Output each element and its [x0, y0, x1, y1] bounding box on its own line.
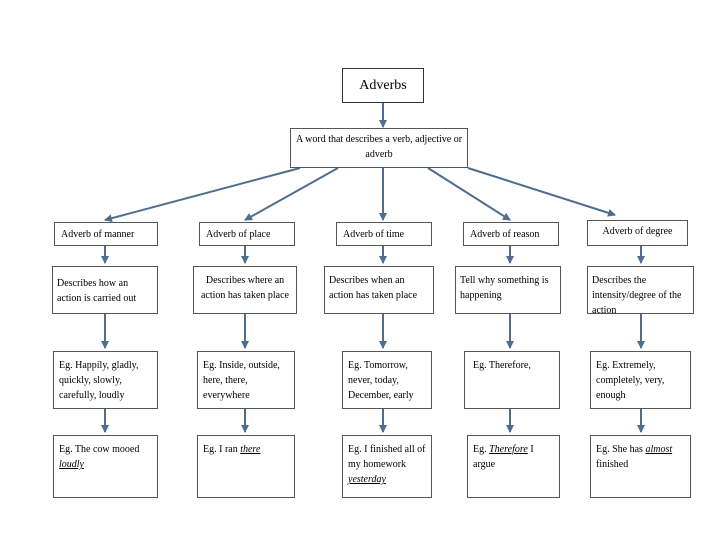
heading-box-reason: Adverb of reason [463, 222, 559, 246]
heading-reason: Adverb of reason [470, 228, 540, 240]
examples-box-degree: Eg. Extremely, completely, very, enough [590, 351, 691, 409]
heading-degree: Adverb of degree [602, 226, 673, 237]
examples-time: Eg. Tomorrow, never, today, December, ea… [348, 360, 414, 401]
examples-place: Eg. Inside, outside, here, there, everyw… [203, 360, 280, 401]
description-place: Describes where an action has taken plac… [200, 275, 289, 301]
sentence-box-time: Eg. I finished all of my homework yester… [342, 435, 432, 498]
definition-box: A word that describes a verb, adjective … [290, 128, 468, 168]
sentence-degree-emph: almost [645, 444, 673, 455]
sentence-manner-pre: Eg. The cow mooed [59, 444, 140, 455]
examples-degree: Eg. Extremely, completely, very, enough [596, 360, 665, 401]
heading-place: Adverb of place [206, 228, 271, 240]
sentence-box-manner: Eg. The cow mooed loudly [53, 435, 158, 498]
arrow-to-place [244, 167, 339, 221]
heading-box-time: Adverb of time [336, 222, 432, 246]
description-box-manner: Describes how an action is carried out [52, 266, 158, 314]
diagram-title-box: Adverbs [342, 68, 424, 103]
sentence-box-place: Eg. I ran there [197, 435, 295, 498]
arrow-to-reason [427, 167, 511, 221]
examples-box-time: Eg. Tomorrow, never, today, December, ea… [342, 351, 432, 409]
sentence-time-pre: Eg. I finished all of my homework [348, 444, 426, 470]
examples-box-place: Eg. Inside, outside, here, there, everyw… [197, 351, 295, 409]
description-reason: Tell why something is happening [460, 275, 549, 301]
definition-text: A word that describes a verb, adjective … [295, 134, 463, 160]
arrow-to-manner [104, 167, 301, 223]
description-box-time: Describes when an action has taken place [324, 266, 434, 314]
sentence-time-emph: yesterday [348, 474, 386, 485]
heading-box-degree: Adverb of degree [587, 220, 688, 246]
description-box-degree: Describes the intensity/degree of the ac… [587, 266, 694, 314]
heading-time: Adverb of time [343, 228, 405, 240]
sentence-place-pre: Eg. I ran [203, 444, 241, 455]
sentence-reason-emph: Therefore [489, 444, 528, 455]
description-degree: Describes the intensity/degree of the ac… [592, 275, 682, 314]
sentence-box-degree: Eg. She has almost finished [590, 435, 691, 498]
sentence-place-emph: there [240, 444, 261, 455]
sentence-reason-pre: Eg. [473, 444, 490, 455]
examples-box-reason: Eg. Therefore, [464, 351, 560, 409]
sentence-manner-emph: loudly [59, 459, 84, 470]
diagram-title: Adverbs [359, 78, 407, 93]
arrow-to-degree [467, 167, 616, 217]
description-manner: Describes how an action is carried out [57, 278, 137, 304]
examples-reason: Eg. Therefore, [473, 360, 531, 371]
sentence-reason-post: I argue [473, 444, 534, 470]
sentence-box-reason: Eg. Therefore I argue [467, 435, 560, 498]
examples-manner: Eg. Happily, gladly, quickly, slowly, ca… [59, 360, 139, 401]
heading-box-place: Adverb of place [199, 222, 295, 246]
sentence-degree-pre: Eg. She has [596, 444, 646, 455]
examples-box-manner: Eg. Happily, gladly, quickly, slowly, ca… [53, 351, 158, 409]
description-box-place: Describes where an action has taken plac… [193, 266, 297, 314]
heading-box-manner: Adverb of manner [54, 222, 158, 246]
heading-manner: Adverb of manner [61, 228, 135, 240]
sentence-degree-post: finished [596, 459, 629, 470]
description-time: Describes when an action has taken place [329, 275, 418, 301]
description-box-reason: Tell why something is happening [455, 266, 561, 314]
